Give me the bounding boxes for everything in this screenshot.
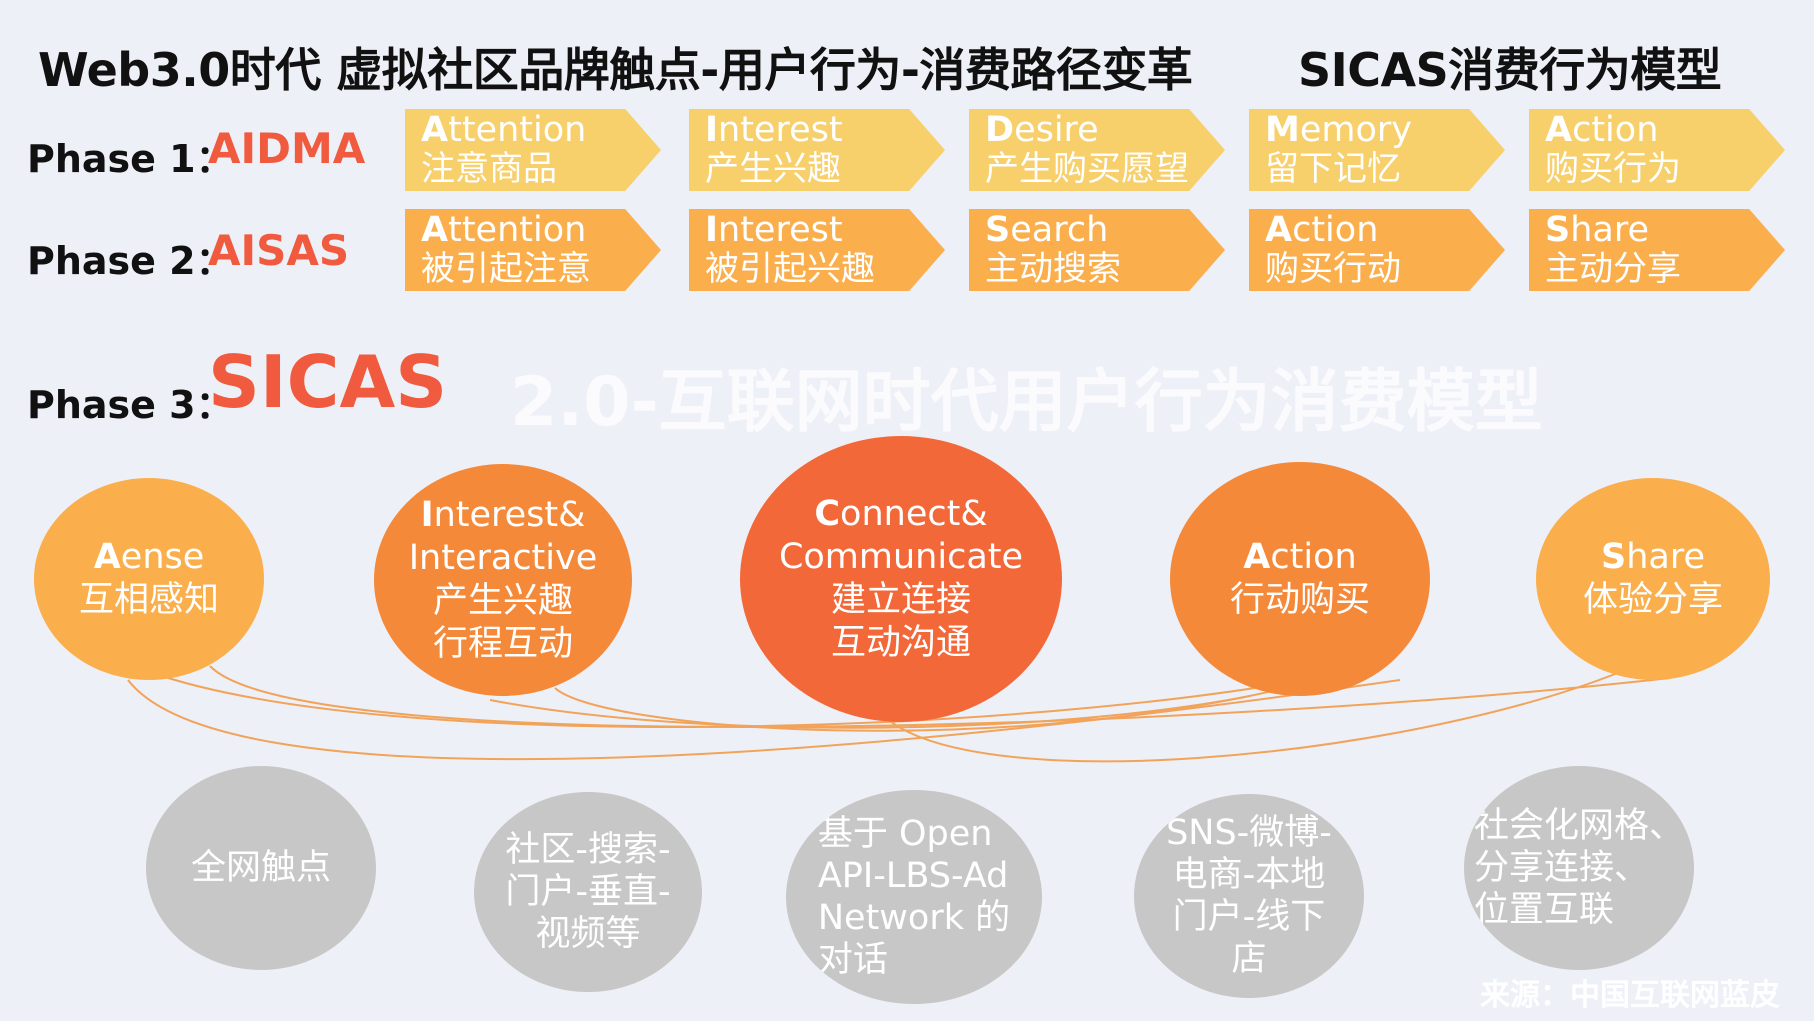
step-cn: 主动搜索	[985, 249, 1121, 289]
touchpoint-circle: 社区-搜索- 门户-垂直- 视频等	[474, 792, 702, 992]
touchpoint-line: 位置互联	[1473, 890, 1614, 930]
touchpoint-circle: 基于 Open API-LBS-Ad Network 的 对话	[786, 790, 1042, 1004]
circle-text: Connect&	[814, 494, 988, 534]
step-cn: 产生兴趣	[705, 149, 841, 189]
touchpoint-circle: SNS-微博- 电商-本地 门户-线下 店	[1134, 794, 1364, 998]
circle-text: 产生兴趣	[432, 581, 573, 621]
touchpoint-text: 社会化网格、 分享连接、 位置互联	[1474, 805, 1684, 931]
touchpoint-text: 社区-搜索- 门户-垂直- 视频等	[505, 829, 670, 955]
touchpoint-line: SNS-微博-	[1166, 813, 1332, 853]
step-cn: 购买行动	[1265, 249, 1401, 289]
main-title: Web3.0时代 虚拟社区品牌触点-用户行为-消费路径变革	[38, 43, 1193, 97]
touchpoint-line: 全网触点	[190, 848, 331, 888]
watermark-subtitle: 2.0-互联网时代用户行为消费模型	[510, 363, 1543, 442]
connector-line	[879, 671, 1621, 763]
connector-line	[127, 679, 1401, 761]
touchpoint-line: 视频等	[535, 914, 641, 954]
phase-1-model: AIDMA	[208, 124, 366, 173]
phase-3-model: SICAS	[208, 340, 448, 424]
touchpoint-line: 分享连接、	[1473, 848, 1649, 888]
phase-2-step-action: Action 购买行动	[1249, 209, 1505, 291]
phase-1-step-action: Action 购买行为	[1529, 109, 1785, 191]
step-cn: 注意商品	[421, 149, 557, 189]
circle-text: Communicate	[778, 537, 1024, 577]
connector-line	[554, 683, 1303, 732]
step-cn: 被引起兴趣	[705, 249, 875, 289]
phase-1-step-desire: Desire 产生购买愿望	[969, 109, 1225, 191]
connector-line	[489, 695, 1251, 729]
circle-text: Share	[1600, 537, 1705, 577]
step-cn: 被引起注意	[421, 249, 591, 289]
touchpoint-text: 基于 Open API-LBS-Ad Network 的 对话	[818, 813, 1010, 981]
step-en: Action	[1545, 110, 1659, 150]
step-en: Action	[1265, 210, 1379, 250]
sicas-action-circle: Action 行动购买	[1170, 462, 1430, 696]
source-note: 来源：中国互联网蓝皮	[1480, 978, 1780, 1013]
touchpoint-text: SNS-微博- 电商-本地 门户-线下 店	[1166, 812, 1332, 980]
step-en: Attention	[421, 110, 587, 150]
touchpoint-line: 门户-线下	[1172, 897, 1326, 937]
circle-text: Action	[1243, 537, 1357, 577]
circle-text: 体验分享	[1582, 580, 1723, 620]
step-cn: 产生购买愿望	[985, 149, 1189, 189]
touchpoint-line: 店	[1231, 939, 1267, 979]
step-en: Desire	[985, 110, 1099, 150]
circle-text: 互相感知	[78, 580, 219, 620]
sicas-aense-circle: Aense 互相感知	[34, 478, 264, 680]
touchpoint-line: 社区-搜索-	[505, 830, 671, 870]
touchpoint-line: 基于 Open	[817, 814, 993, 854]
touchpoint-line: Network 的	[817, 898, 1011, 938]
step-cn: 主动分享	[1545, 249, 1681, 289]
circle-text: 行动购买	[1229, 580, 1370, 620]
step-cn: 购买行为	[1545, 149, 1681, 189]
step-en: Interest	[705, 110, 843, 150]
touchpoint-line: 门户-垂直-	[505, 872, 671, 912]
phase-2-label: Phase 2：	[27, 239, 234, 283]
phase-1-step-attention: Attention 注意商品	[405, 109, 661, 191]
phase-3-label: Phase 3：	[27, 383, 234, 427]
sicas-model-title: SICAS消费行为模型	[1298, 43, 1722, 97]
touchpoint-circle: 全网触点	[146, 766, 376, 970]
step-en: Share	[1545, 210, 1650, 250]
circle-text: 建立连接	[830, 580, 971, 620]
circle-text: Aense	[93, 537, 205, 577]
phase-2-step-search: Search 主动搜索	[969, 209, 1225, 291]
phase-2-step-attention: Attention 被引起注意	[405, 209, 661, 291]
step-cn: 留下记忆	[1265, 149, 1401, 189]
touchpoint-circle: 社会化网格、 分享连接、 位置互联	[1464, 766, 1694, 970]
touchpoint-line: API-LBS-Ad	[817, 856, 1009, 896]
phase-2-model: AISAS	[208, 226, 350, 275]
touchpoint-line: 电商-本地	[1172, 855, 1326, 895]
circle-text: 行程互动	[432, 624, 573, 664]
circle-text: Interactive	[408, 538, 598, 578]
phase-1-step-interest: Interest 产生兴趣	[689, 109, 945, 191]
connector-line	[149, 667, 1361, 728]
touchpoint-line: 对话	[817, 940, 888, 980]
step-en: Memory	[1265, 110, 1412, 150]
step-en: Attention	[421, 210, 587, 250]
circle-text: Interest&	[420, 495, 586, 535]
sicas-interest-circle: Interest& Interactive 产生兴趣 行程互动	[374, 464, 632, 696]
step-en: Interest	[705, 210, 843, 250]
phase-1-label: Phase 1：	[27, 137, 234, 181]
phase-2-step-interest: Interest 被引起兴趣	[689, 209, 945, 291]
phase-2-step-share: Share 主动分享	[1529, 209, 1785, 291]
sicas-share-circle: Share 体验分享	[1536, 478, 1770, 680]
step-en: Search	[985, 210, 1109, 250]
touchpoint-text: 全网触点	[191, 847, 331, 889]
sicas-connect-circle: Connect& Communicate 建立连接 互动沟通	[740, 436, 1062, 722]
touchpoint-line: 社会化网格、	[1473, 806, 1684, 846]
phase-1-step-memory: Memory 留下记忆	[1249, 109, 1505, 191]
circle-text: 互动沟通	[830, 623, 971, 663]
